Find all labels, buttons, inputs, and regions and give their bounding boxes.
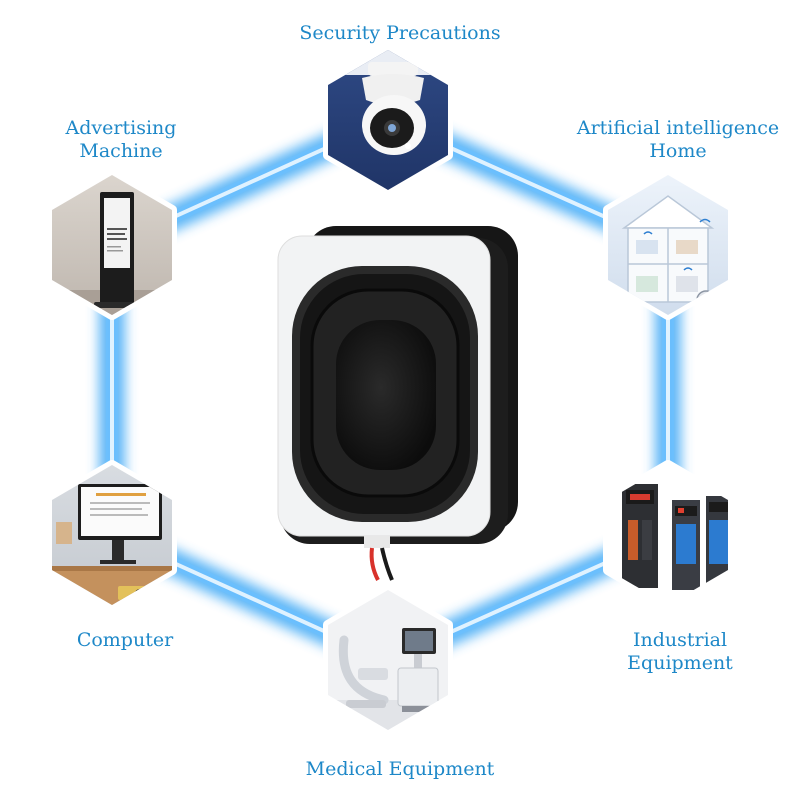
- label-security: Security Precautions: [299, 22, 501, 44]
- servo-drive-icon: [622, 484, 728, 590]
- label-ai-home: Artificial intelligence Home: [576, 117, 780, 162]
- tile-industrial: [603, 460, 733, 610]
- medical-device-icon: [338, 628, 439, 712]
- tile-security: [323, 45, 453, 195]
- label-industrial: Industrial Equipment: [627, 629, 733, 674]
- speaker-icon: [277, 226, 518, 581]
- tile-advertising: [47, 170, 177, 320]
- label-computer: Computer: [76, 629, 174, 651]
- desktop-monitor-icon: [56, 484, 162, 600]
- tile-computer: [47, 460, 177, 610]
- kiosk-display-icon: [94, 192, 140, 308]
- tile-medical: [323, 585, 453, 735]
- label-advertising: Advertising Machine: [65, 117, 177, 162]
- tile-ai-home: [603, 170, 733, 320]
- label-medical: Medical Equipment: [305, 758, 495, 780]
- dome-camera-icon: [362, 62, 426, 155]
- smart-home-icon: [621, 195, 716, 310]
